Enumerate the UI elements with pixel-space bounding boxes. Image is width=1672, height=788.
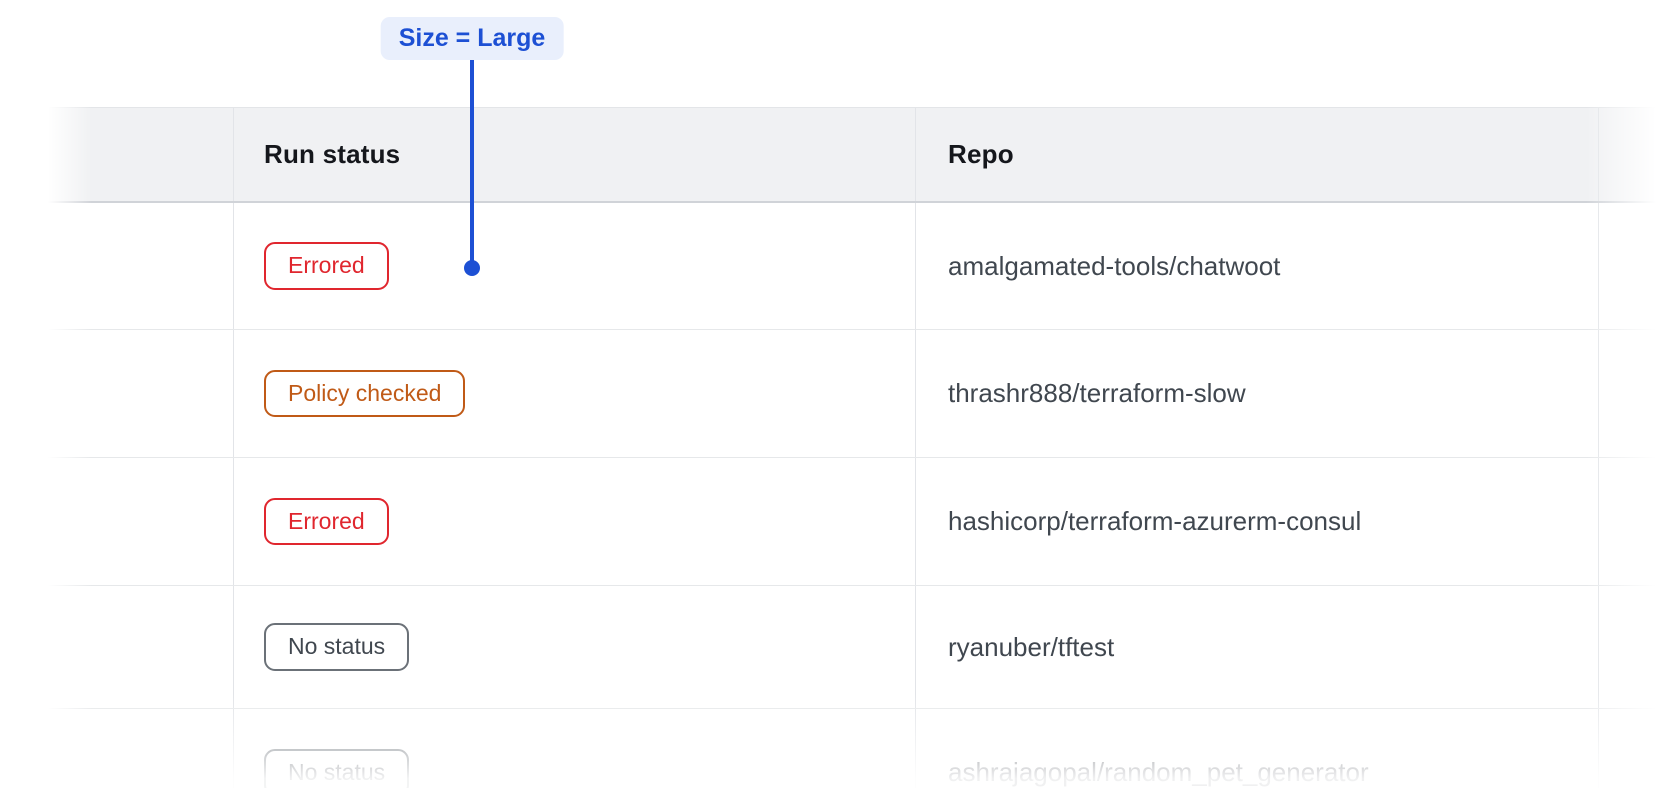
status-badge: No status: [264, 748, 410, 788]
run-status-cell: No status: [233, 709, 915, 788]
header-trailing-cell: [1598, 108, 1672, 201]
table-row[interactable]: Errored hashicorp/terraform-azurerm-cons…: [44, 458, 1672, 586]
repo-name: ashrajagopal/random_pet_generator: [948, 757, 1369, 787]
repo-name: ryanuber/tftest: [948, 631, 1115, 662]
repo-cell: ryanuber/tftest: [915, 586, 1598, 708]
row-trailing-cell: [1598, 330, 1672, 457]
row-spacer-cell: [44, 203, 233, 329]
repo-name: amalgamated-tools/chatwoot: [948, 250, 1281, 281]
repo-cell: hashicorp/terraform-azurerm-consul: [915, 458, 1598, 585]
header-spacer-cell: [44, 108, 233, 201]
row-trailing-cell: [1598, 709, 1672, 788]
run-status-cell: Errored: [233, 458, 915, 585]
repo-name: thrashr888/terraform-slow: [948, 378, 1246, 408]
row-spacer-cell: [44, 330, 233, 457]
status-badge: No status: [264, 623, 410, 671]
column-header-run-status-label: Run status: [264, 139, 401, 169]
table-row[interactable]: No status ryanuber/tftest: [44, 586, 1672, 709]
size-annotation-pill: Size = Large: [380, 17, 564, 60]
column-header-run-status: Run status: [233, 108, 915, 201]
table-row[interactable]: No status ashrajagopal/random_pet_genera…: [44, 709, 1672, 788]
table-row[interactable]: Errored amalgamated-tools/chatwoot: [44, 203, 1672, 330]
status-badge: Policy checked: [264, 369, 466, 418]
repo-name: hashicorp/terraform-azurerm-consul: [948, 506, 1362, 536]
run-status-cell: Errored: [233, 203, 915, 329]
runs-table: Run status Repo Errored amalgamated-tool…: [44, 107, 1672, 788]
annotation-pointer-line: [470, 60, 474, 262]
table-header: Run status Repo: [44, 107, 1672, 203]
run-status-cell: Policy checked: [233, 330, 915, 457]
column-header-repo-label: Repo: [948, 139, 1014, 169]
status-badge: Errored: [264, 242, 389, 290]
table-row[interactable]: Policy checked thrashr888/terraform-slow: [44, 330, 1672, 458]
row-spacer-cell: [44, 586, 233, 708]
repo-cell: ashrajagopal/random_pet_generator: [915, 709, 1598, 788]
row-spacer-cell: [44, 709, 233, 788]
run-status-cell: No status: [233, 586, 915, 708]
repo-cell: amalgamated-tools/chatwoot: [915, 203, 1598, 329]
row-trailing-cell: [1598, 586, 1672, 708]
repo-cell: thrashr888/terraform-slow: [915, 330, 1598, 457]
column-header-repo: Repo: [915, 108, 1598, 201]
row-trailing-cell: [1598, 203, 1672, 329]
annotation-pointer-dot: [464, 260, 480, 276]
row-spacer-cell: [44, 458, 233, 585]
status-badge: Errored: [264, 497, 389, 546]
row-trailing-cell: [1598, 458, 1672, 585]
